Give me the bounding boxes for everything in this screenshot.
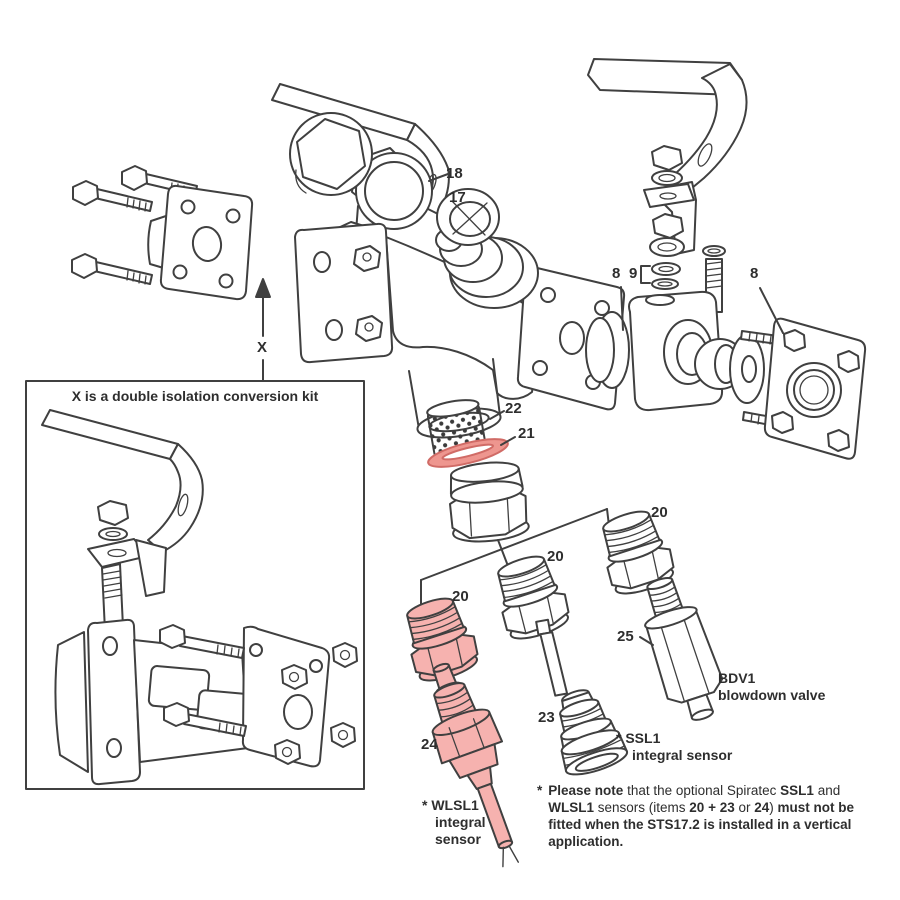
ssl1-caption-line1: * SSL1 <box>616 730 661 746</box>
bdv1-valve-25 <box>644 576 724 721</box>
part-label-17: 17 <box>449 189 466 206</box>
part-label-20-left: 20 <box>452 588 469 605</box>
right-lever-handle <box>587 58 748 194</box>
cap-17-ring <box>436 188 500 246</box>
part-label-20-right: 20 <box>651 504 668 521</box>
ssl1-sensor-23 <box>535 618 629 776</box>
wlsl1-sensor-24 <box>431 662 519 868</box>
part-label-21: 21 <box>518 425 535 442</box>
part-label-24: 24 <box>421 736 438 753</box>
part-label-25: 25 <box>617 628 634 645</box>
part-label-8-right: 8 <box>750 265 759 282</box>
wlsl1-caption-line1: * WLSL1 <box>422 797 479 813</box>
ssl1-caption-line2: integral sensor <box>632 747 733 763</box>
hex-cap <box>289 112 373 196</box>
right-flange <box>763 317 867 460</box>
right-valve-body <box>585 290 789 429</box>
body-flange-left <box>294 222 394 364</box>
bdv1-caption-line2: blowdown valve <box>718 687 826 703</box>
wlsl1-caption-line3: sensor <box>435 831 481 847</box>
strainer-adaptor <box>448 461 530 543</box>
part-label-20-middle: 20 <box>547 548 564 565</box>
footnote-asterisk: * <box>537 783 543 798</box>
mounting-bolts <box>71 165 198 285</box>
handle-stack-parts <box>643 145 726 313</box>
bellows-cone <box>435 228 539 309</box>
part-label-9: 9 <box>629 265 638 282</box>
part-label-8-left: 8 <box>612 265 621 282</box>
leader-lines <box>428 173 784 646</box>
x-marker-label: X <box>257 339 268 356</box>
part-label-22: 22 <box>505 400 522 417</box>
ring-18-part <box>355 152 433 230</box>
gasket-21 <box>427 438 509 468</box>
wlsl1-caption-line2: integral <box>435 814 486 830</box>
wlsl1-caption: * WLSL1 integral sensor <box>422 797 486 848</box>
inset-title: X is a double isolation conversion kit <box>71 388 319 404</box>
inset-valve-body <box>54 618 358 786</box>
bdv1-caption: BDV1 blowdown valve <box>718 670 825 704</box>
part-label-23: 23 <box>538 709 555 726</box>
part-label-18: 18 <box>446 165 463 182</box>
x-arrow <box>255 278 271 382</box>
bdv1-caption-line1: BDV1 <box>718 670 756 686</box>
inset-box <box>25 380 365 790</box>
ssl1-caption: * SSL1 integral sensor <box>616 730 732 764</box>
blanking-flange <box>147 184 254 301</box>
footnote: * Please note that the optional Spiratec… <box>537 782 891 850</box>
footnote-text: Please note that the optional Spiratec S… <box>548 783 855 849</box>
